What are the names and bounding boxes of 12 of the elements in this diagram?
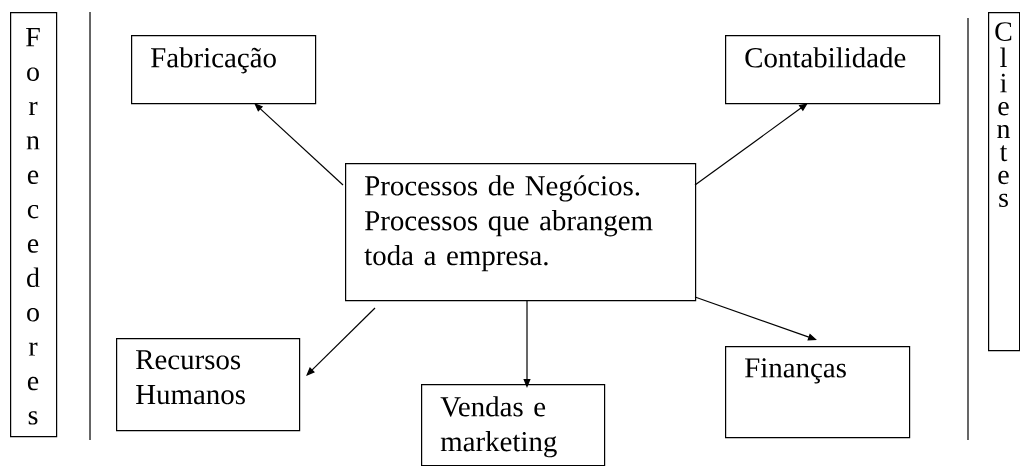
- process-box: Vendas e marketing: [421, 384, 606, 466]
- arrow: [306, 307, 376, 376]
- process-box: Contabilidade: [725, 35, 941, 105]
- process-box: Finanças: [725, 346, 911, 439]
- label-box: Clientes: [988, 12, 1020, 352]
- arrow: [254, 103, 344, 186]
- arrow: [694, 103, 808, 186]
- arrow: [694, 296, 817, 341]
- process-box: Recursos Humanos: [116, 338, 301, 432]
- central-process-box: Processos de Negócios. Processos que abrangem toda a empresa.: [345, 163, 697, 302]
- label-box: Fornecedores: [10, 12, 58, 438]
- process-box: Fabricação: [131, 35, 317, 105]
